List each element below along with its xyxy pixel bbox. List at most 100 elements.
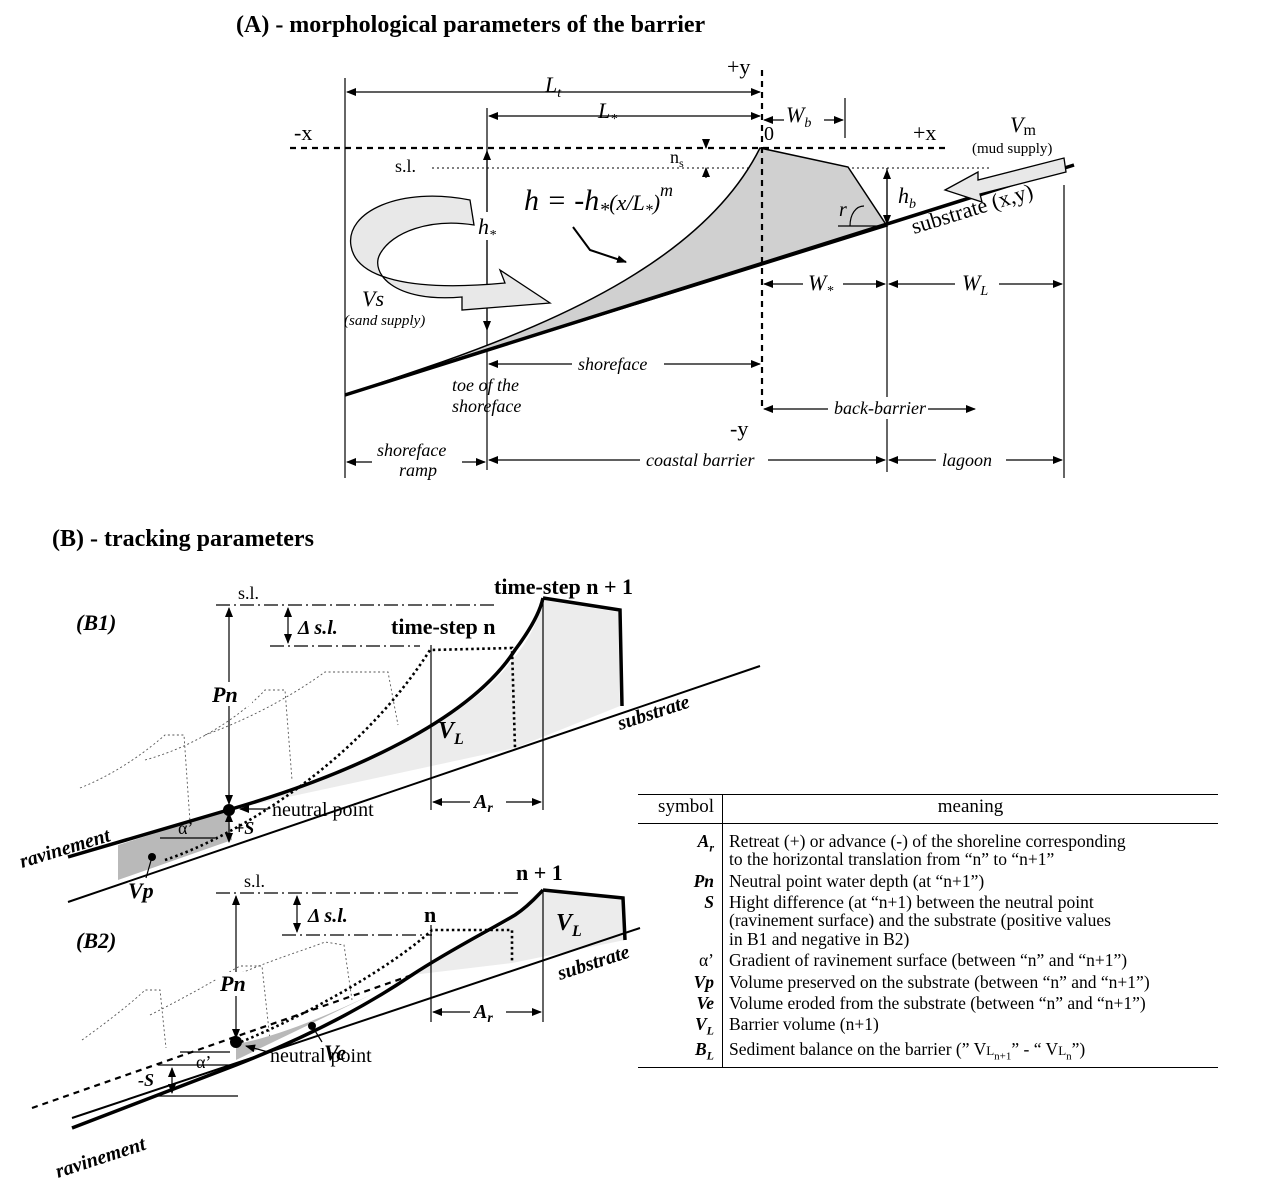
b1-delta-sl-label: Δ s.l. (297, 617, 338, 639)
symbol-legend-table: symbol meaning Ar Retreat (+) or advance… (638, 794, 1218, 1069)
origin-label: 0 (764, 123, 774, 145)
b1-vl-region (228, 660, 515, 810)
vm-label: Vm (1010, 112, 1036, 139)
b1-vp-label: Vp (128, 878, 154, 903)
axis-minus-x: -x (294, 120, 312, 145)
legend-row-bl: BL Sediment balance on the barrier (” VL… (638, 1039, 1218, 1069)
b1-vp-region (118, 810, 232, 880)
lstar-label: L* (597, 98, 617, 127)
axis-plus-y: +y (727, 54, 750, 79)
b2-barrier-top (542, 888, 627, 941)
hstar-label: h* (478, 214, 496, 243)
b1-plus-s-label: +S (234, 818, 254, 838)
lagoon-label: lagoon (942, 450, 992, 470)
b1-vl-label: VL (438, 718, 464, 748)
b1-ar-label: Ar (472, 791, 493, 816)
b2-sl-label: s.l. (244, 871, 265, 891)
b2-minus-s-label: -S (138, 1070, 154, 1090)
legend-meaning: Volume eroded from the substrate (betwee… (729, 992, 1146, 1013)
legend-symbol: BL (638, 1039, 723, 1069)
b2-ravinement-line (71, 888, 545, 1130)
b1-sl-label: s.l. (238, 583, 259, 603)
b2-tag: (B2) (76, 928, 116, 953)
b1-substrate-label: substrate (614, 691, 693, 735)
b2-neutral-point (230, 1036, 242, 1048)
b2-pn-label: Pn (219, 971, 246, 996)
legend-header-meaning: meaning (722, 794, 1218, 824)
shoreface-equation: h = -h*(x/L*)m (524, 180, 673, 221)
b2-timestep-n-profile (235, 928, 514, 1046)
legend-meaning: Barrier volume (n+1) (729, 1014, 879, 1035)
equation-pointer-arrow (572, 226, 627, 263)
b2-ve-region (236, 975, 412, 1060)
b1-neutral-point-label: neutral point (272, 799, 374, 821)
b2-ve-pointer (311, 1025, 323, 1043)
shoreface-label: shoreface (578, 354, 647, 374)
b1-tag: (B1) (76, 610, 116, 635)
shoreface-ramp-label-2: ramp (399, 460, 437, 480)
b1-vl-upper-region (512, 600, 620, 748)
legend-header-row: symbol meaning (638, 794, 1218, 824)
wstar-label: W* (808, 270, 833, 299)
legend-header-symbol: symbol (638, 794, 723, 824)
legend-row-vl: VL Barrier volume (n+1) (638, 1014, 1218, 1040)
barrier-body (344, 147, 889, 396)
b1-ghost-barrier-1 (79, 734, 191, 823)
b2-n1-label: n + 1 (516, 860, 563, 885)
b1-time-step-n: time-step n (391, 614, 495, 639)
b2-ghost-barrier-1 (81, 989, 167, 1049)
ns-label: ns (670, 147, 684, 170)
b1-substrate-line (67, 665, 761, 903)
b2-extension-dash (31, 973, 413, 1110)
legend-row-vp: Vp Volume preserved on the substrate (be… (638, 971, 1218, 993)
panel-a-title: (A) - morphological parameters of the ba… (236, 12, 706, 38)
b2-ve-label: Ve (324, 1040, 346, 1065)
b1-pn-label: Pn (211, 682, 238, 707)
sea-level-label: s.l. (395, 156, 416, 176)
b1-timestep-n-profile (164, 646, 517, 862)
b2-ravinement-label: ravinement (53, 1133, 150, 1180)
b1-ravinement-line (67, 597, 545, 859)
mud-supply-arrow (943, 157, 1067, 203)
toe-label-line2: shoreface (452, 396, 521, 416)
legend-row-ar: Ar Retreat (+) or advance (-) of the sho… (638, 823, 1218, 871)
hb-label: hb (898, 183, 916, 212)
axis-plus-x: +x (913, 120, 936, 145)
b2-vl-upper-region (512, 890, 625, 963)
sand-supply-label: (sand supply) (344, 313, 425, 329)
legend-symbol: Pn (638, 870, 723, 893)
b2-neutral-point-label: neutral point (270, 1045, 372, 1067)
b2-substrate-line (71, 927, 641, 1119)
coastal-barrier-label: coastal barrier (646, 450, 755, 470)
b2-delta-sl-label: Δ s.l. (307, 905, 348, 927)
legend-meaning: Volume preserved on the substrate (betwe… (729, 971, 1150, 992)
wl-label: WL (962, 270, 988, 299)
b1-vp-pointer (145, 856, 153, 879)
legend-meaning: Gradient of ravinement surface (between … (729, 950, 1128, 971)
r-angle-arc (849, 205, 865, 227)
legend-symbol: VL (638, 1014, 723, 1040)
legend-symbol: Ve (638, 992, 723, 1015)
legend-meaning: Retreat (+) or advance (-) of the shorel… (729, 830, 1126, 870)
vs-label: Vs (362, 286, 384, 311)
b2-vl-label: VL (556, 910, 582, 940)
substrate-line (344, 163, 1075, 397)
back-barrier-label: back-barrier (834, 398, 927, 418)
panel-b-title: (B) - tracking parameters (52, 526, 314, 552)
b2-neutral-pointer (245, 1044, 269, 1053)
b1-ravinement-label: ravinement (17, 824, 114, 873)
legend-symbol: α’ (638, 950, 723, 972)
lt-label: Lt (544, 72, 562, 101)
b1-barrier-top (542, 596, 624, 707)
sand-supply-arrow (350, 195, 552, 311)
wb-label: Wb (786, 102, 811, 131)
legend-symbol: S (638, 892, 723, 951)
legend-meaning: Hight difference (at “n+1) between the n… (729, 892, 1111, 949)
legend-row-pn: Pn Neutral point water depth (at “n+1”) (638, 870, 1218, 893)
legend-meaning: Neutral point water depth (at “n+1”) (729, 870, 985, 891)
b2-n-label: n (424, 902, 436, 927)
legend-symbol: Vp (638, 971, 723, 993)
r-label: r (839, 199, 847, 221)
axis-minus-y: -y (730, 416, 748, 441)
